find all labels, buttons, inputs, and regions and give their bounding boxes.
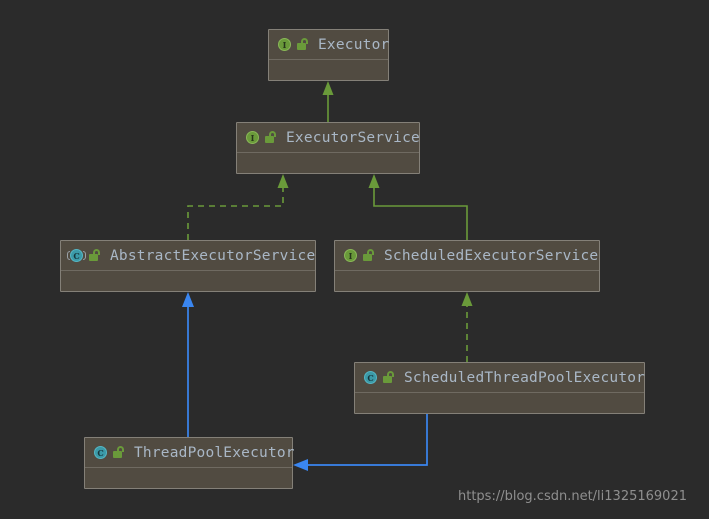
public-lock-icon [383, 371, 395, 384]
class-node-members [85, 468, 292, 488]
interface-icon: I [245, 130, 260, 145]
class-node-header: C ScheduledThreadPoolExecutor [355, 363, 646, 393]
public-lock-icon [363, 249, 375, 262]
abstract-class-icon: C [67, 248, 86, 263]
class-node-members [237, 153, 419, 173]
watermark-text: https://blog.csdn.net/li1325169021 [458, 489, 687, 504]
class-node-members [355, 393, 644, 413]
class-name-label: Executor [318, 36, 390, 53]
class-name-label: ScheduledExecutorService [384, 247, 599, 264]
class-node-header: C AbstractExecutorService [61, 241, 315, 271]
class-node-header: C ThreadPoolExecutor [85, 438, 295, 468]
edge-scheduledthreadpoolexecutor-extends-threadpoolexecutor [293, 414, 428, 471]
edge-scheduledthreadpoolexecutor-implements-scheduledexecutorservice [461, 292, 473, 362]
class-node-thread-pool-executor[interactable]: C ThreadPoolExecutor [84, 437, 295, 489]
class-name-label: ThreadPoolExecutor [134, 444, 295, 461]
class-icon: C [93, 445, 108, 460]
public-lock-icon [89, 249, 101, 262]
class-node-scheduled-thread-pool-executor[interactable]: C ScheduledThreadPoolExecutor [354, 362, 645, 414]
edge-threadpoolexecutor-extends-abstractexecutorservice [182, 292, 194, 437]
edge-abstractexecutorservice-implements-executorservice [187, 174, 289, 240]
class-node-members [61, 271, 315, 291]
class-name-label: ExecutorService [286, 129, 420, 146]
edge-executorservice-extends-executor [322, 81, 334, 122]
class-node-header: I ScheduledExecutorService [335, 241, 599, 271]
public-lock-icon [297, 38, 309, 51]
class-node-members [269, 60, 388, 80]
edge-scheduledexecutorservice-extends-executorservice [368, 174, 468, 240]
interface-icon: I [343, 248, 358, 263]
class-name-label: AbstractExecutorService [110, 247, 316, 264]
class-node-members [335, 271, 599, 291]
class-name-label: ScheduledThreadPoolExecutor [404, 369, 646, 386]
class-node-abstract-executor-service[interactable]: C AbstractExecutorService [60, 240, 316, 292]
class-node-header: I Executor [269, 30, 390, 60]
class-node-executor[interactable]: I Executor [268, 29, 389, 81]
class-icon: C [363, 370, 378, 385]
class-node-scheduled-executor-service[interactable]: I ScheduledExecutorService [334, 240, 600, 292]
class-node-executor-service[interactable]: I ExecutorService [236, 122, 420, 174]
public-lock-icon [113, 446, 125, 459]
public-lock-icon [265, 131, 277, 144]
class-node-header: I ExecutorService [237, 123, 420, 153]
interface-icon: I [277, 37, 292, 52]
